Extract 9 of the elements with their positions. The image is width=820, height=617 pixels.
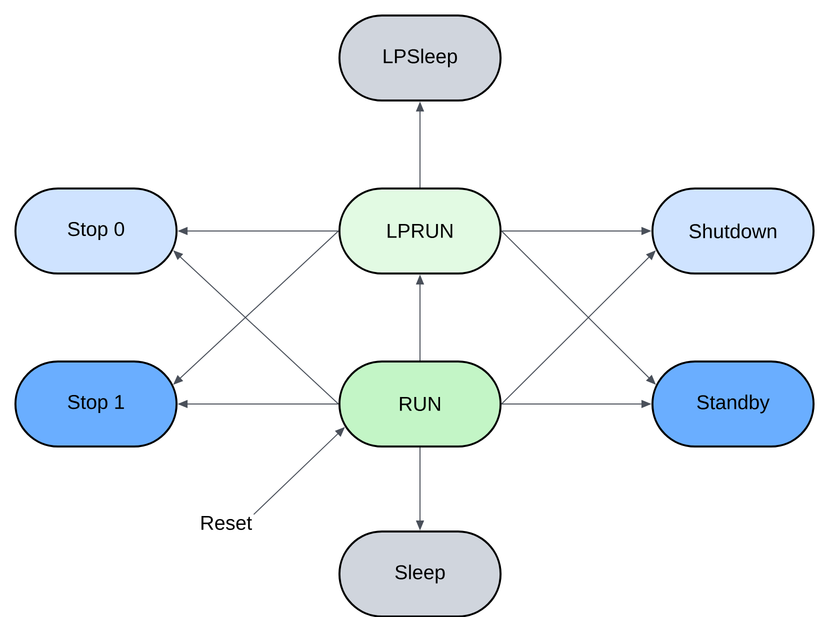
state-pill: LPSleep xyxy=(338,14,502,102)
state-pill: Standby xyxy=(651,360,815,448)
state-pill: Stop 0 xyxy=(14,188,178,274)
state-label: Reset xyxy=(202,516,252,530)
state-pill: Shutdown xyxy=(651,188,815,274)
state-pill: RUN xyxy=(338,360,502,448)
state-pill: LPRUN xyxy=(338,188,502,274)
state-pill: Stop 1 xyxy=(14,360,178,448)
state-pill: Sleep xyxy=(338,530,502,617)
